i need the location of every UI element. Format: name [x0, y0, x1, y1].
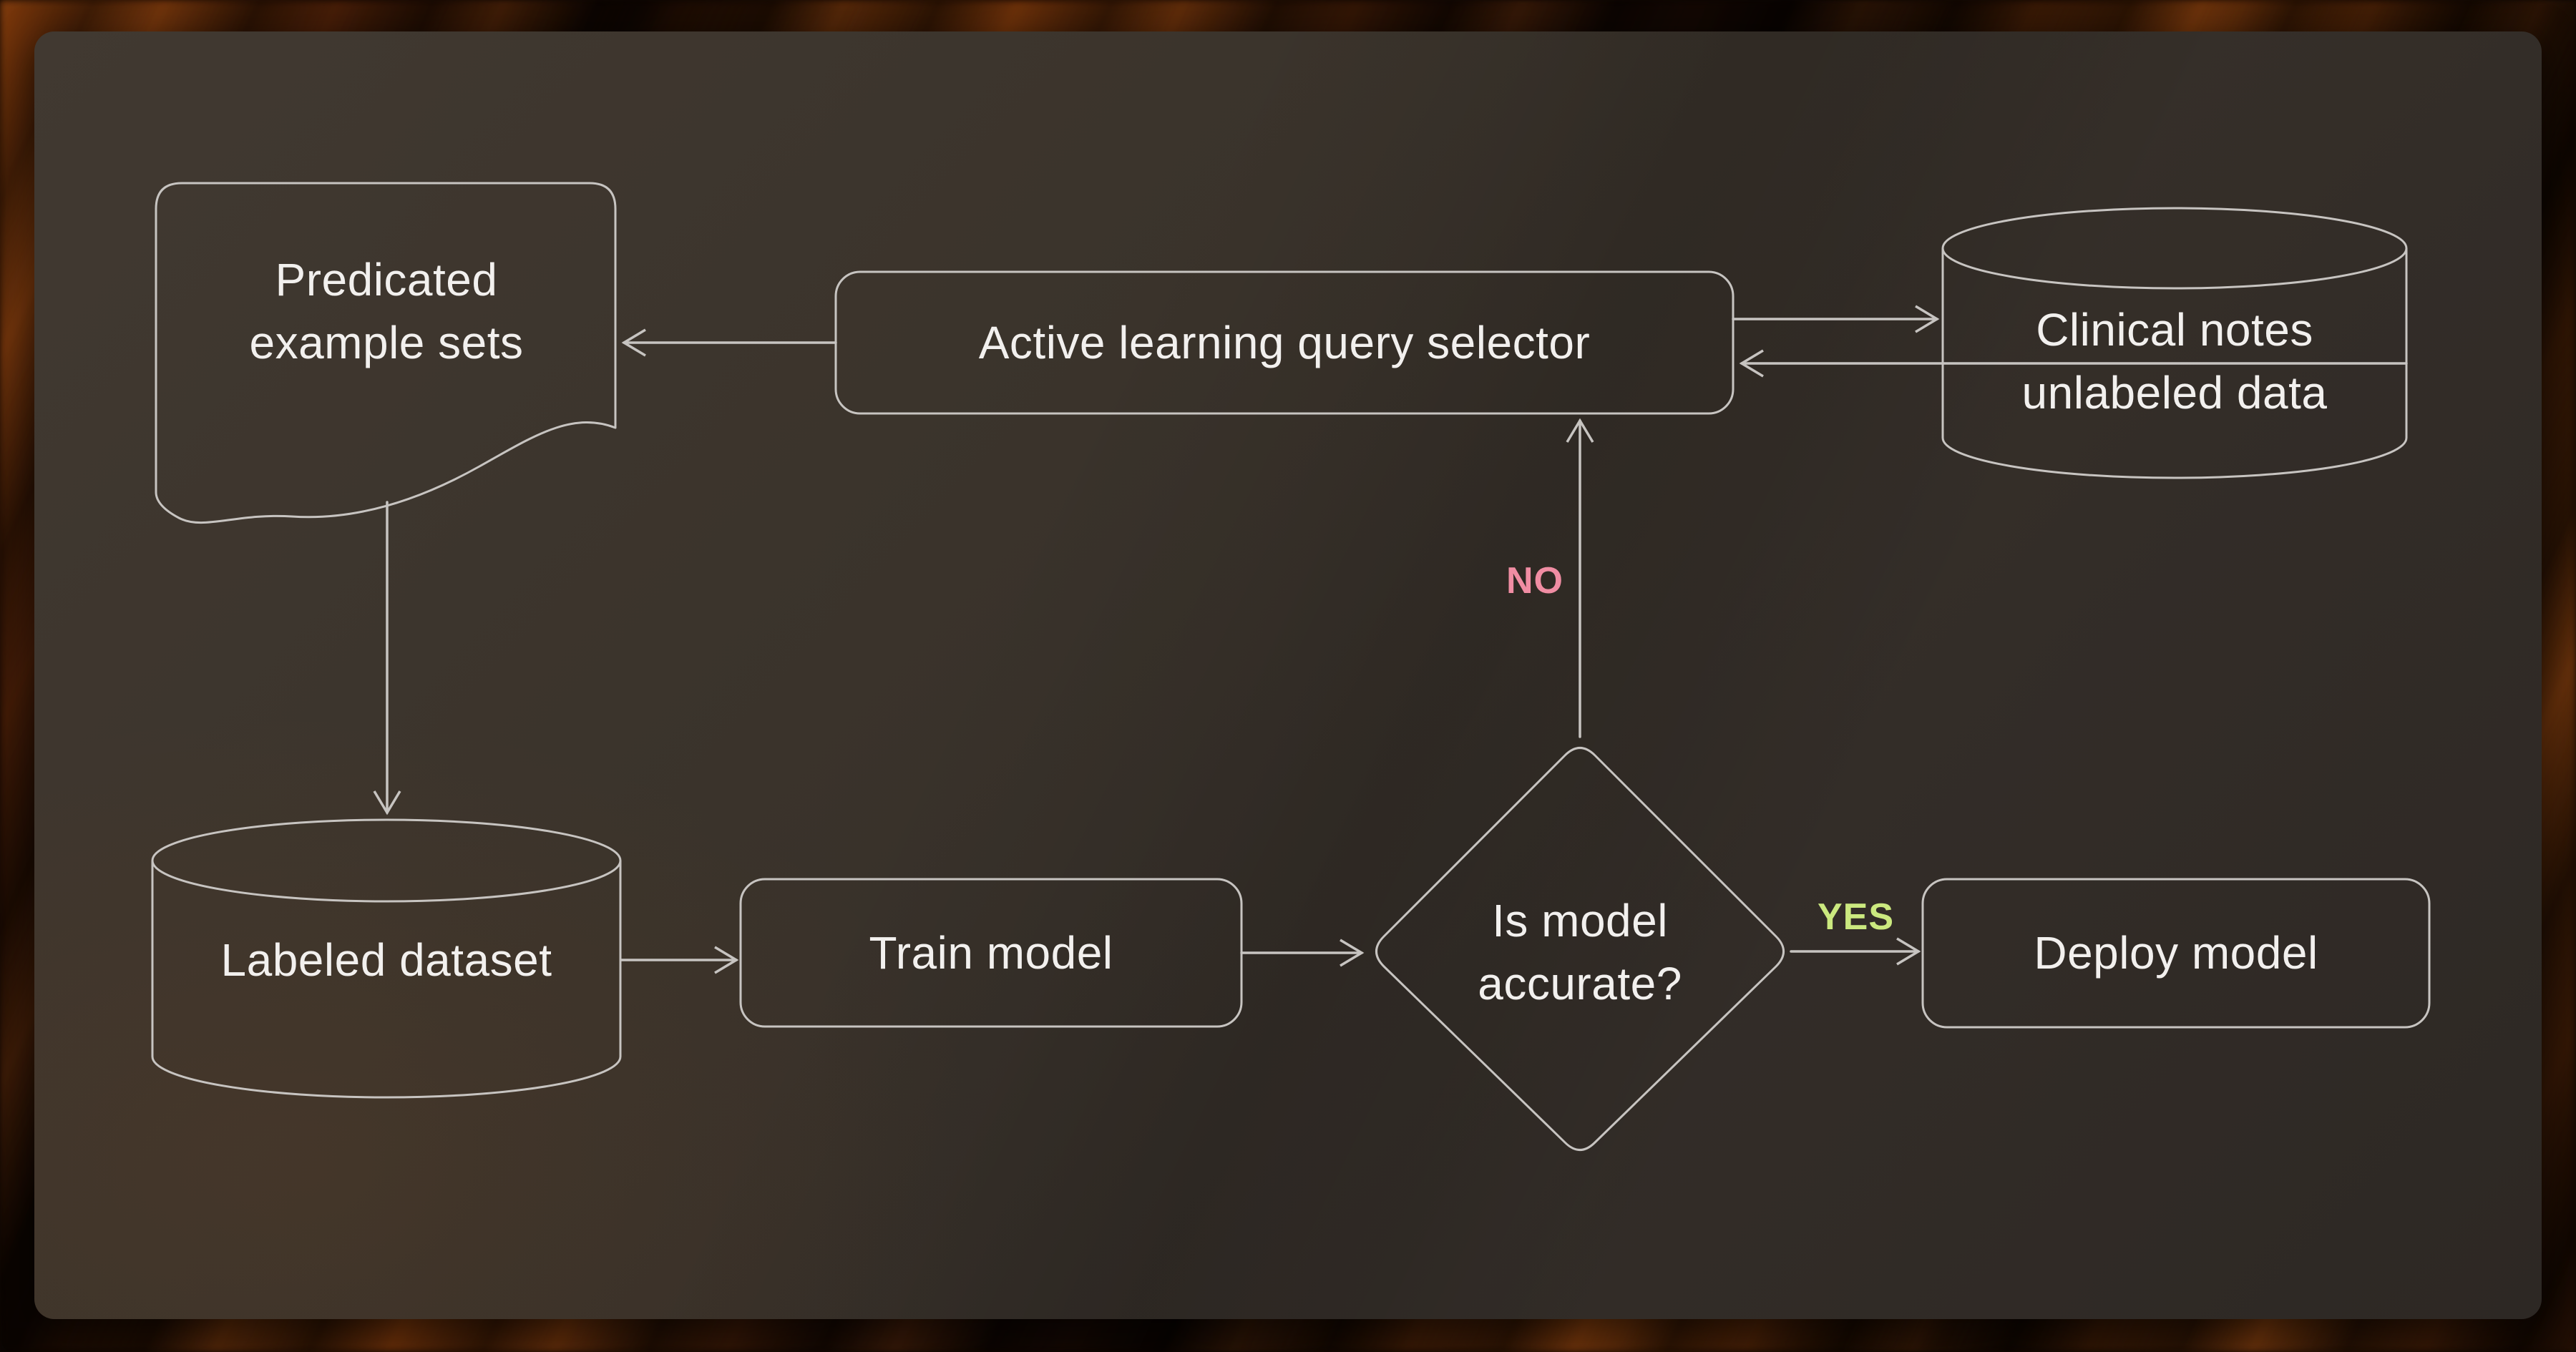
node-label-labeled: Labeled dataset	[220, 934, 552, 986]
node-shape-labeled-database	[151, 818, 622, 1099]
edge-label-no: NO	[1506, 560, 1563, 602]
node-shape-accurate-decision	[1375, 747, 1785, 1151]
diagram-panel	[34, 31, 2542, 1319]
node-shape-clinical-database	[1941, 207, 2408, 479]
node-label-accurate: Is model accurate?	[1478, 894, 1682, 1009]
edge-label-yes: YES	[1818, 896, 1895, 938]
node-shape-predicated-document	[155, 182, 617, 524]
node-label-clinical: Clinical notes unlabeled data	[2021, 303, 2328, 418]
node-label-selector: Active learning query selector	[978, 316, 1591, 368]
node-label-deploy: Deploy model	[2034, 927, 2318, 979]
node-label-train: Train model	[869, 926, 1113, 979]
node-label-predicated: Predicated example sets	[249, 253, 524, 368]
node-shape-deploy-process	[1921, 878, 2431, 1029]
